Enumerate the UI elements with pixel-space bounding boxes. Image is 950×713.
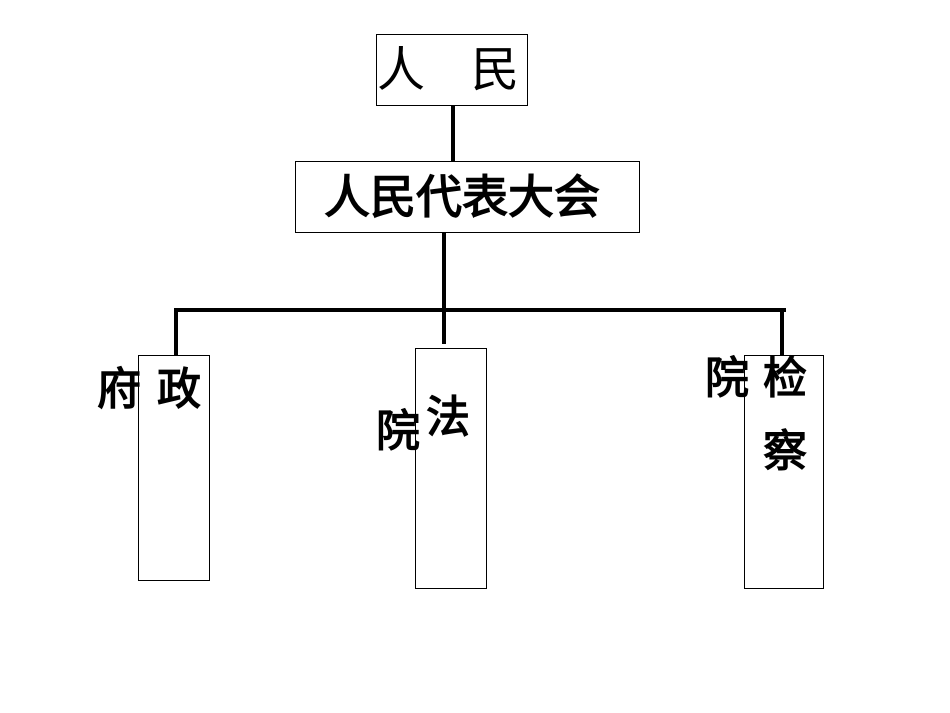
procuratorate-char-yuan: 院 xyxy=(705,353,749,404)
people-label-min: 民 xyxy=(471,42,520,98)
government-char-zheng: 政 xyxy=(157,364,201,415)
connector-people-congress xyxy=(451,106,455,163)
connector-bus-procuratorate xyxy=(780,308,784,356)
congress-box xyxy=(295,161,640,233)
connector-bus-government xyxy=(174,308,178,356)
connector-congress-bus xyxy=(442,233,446,344)
court-char-yuan: 院 xyxy=(376,406,420,457)
procuratorate-box xyxy=(744,355,824,589)
procuratorate-char-cha: 察 xyxy=(763,426,807,477)
people-label-ren: 人 xyxy=(377,42,426,98)
government-char-fu: 府 xyxy=(97,364,141,415)
court-box xyxy=(415,348,487,589)
congress-label: 人民代表大会 xyxy=(324,170,600,224)
procuratorate-char-jian: 检 xyxy=(763,353,807,404)
people-box xyxy=(376,34,528,106)
court-char-fa: 法 xyxy=(426,392,470,443)
government-box xyxy=(138,355,210,581)
branch-bus-line xyxy=(174,308,786,312)
